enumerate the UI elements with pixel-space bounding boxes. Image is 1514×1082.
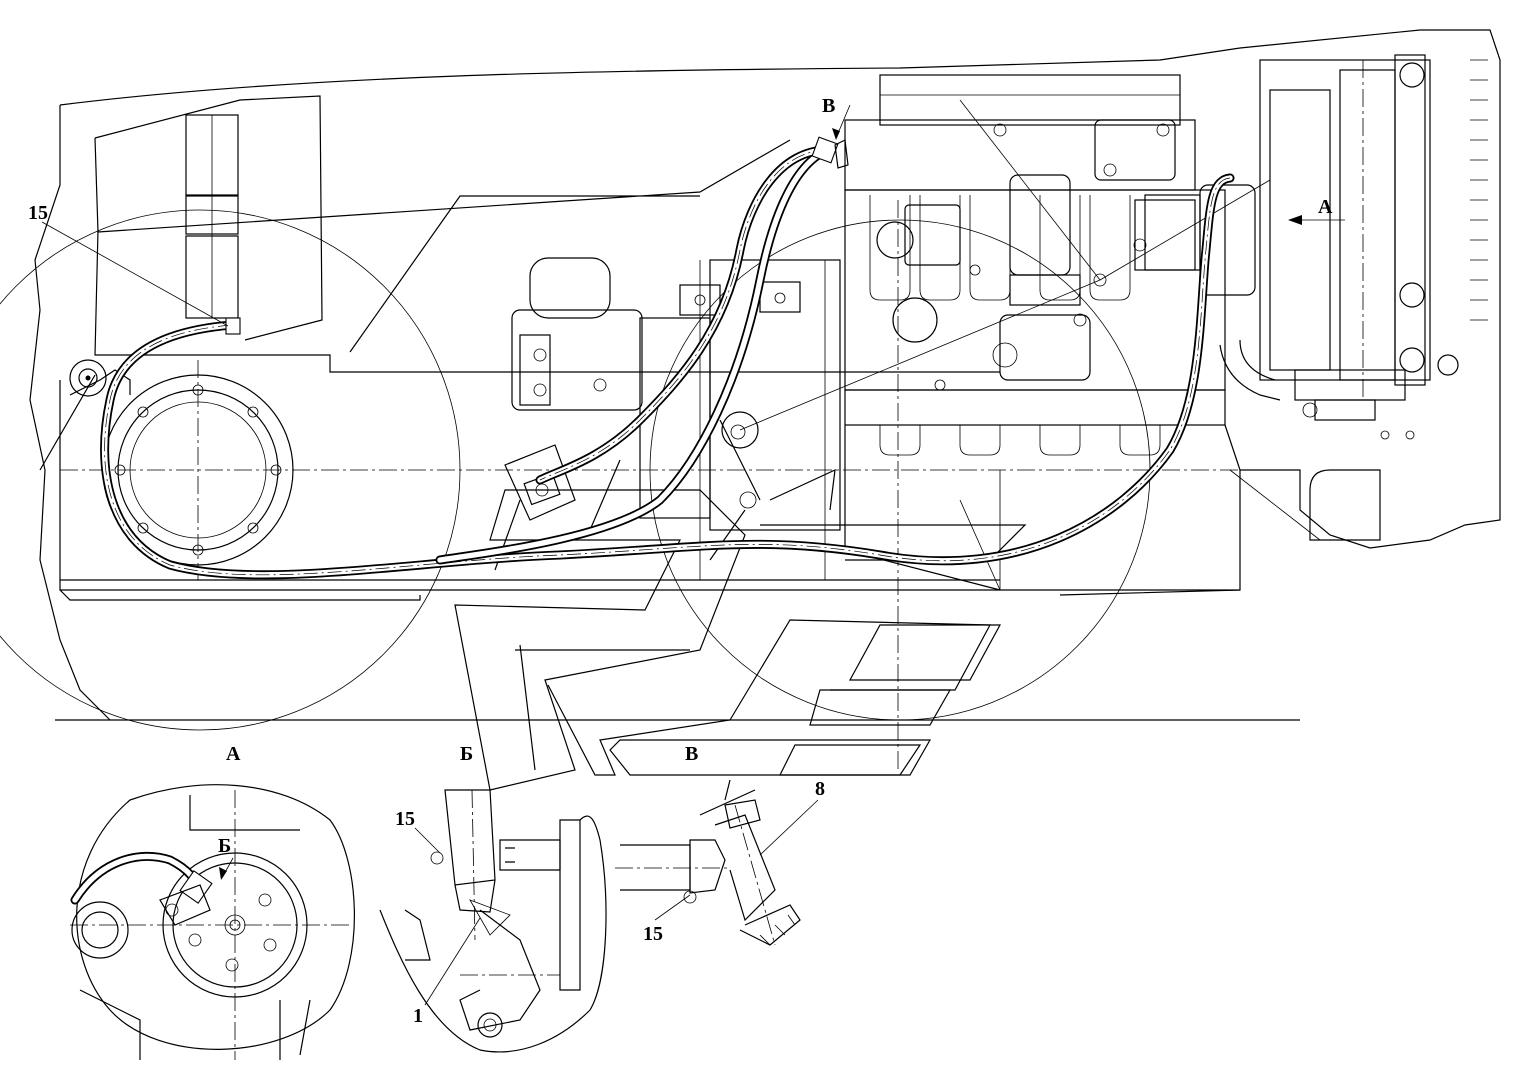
radiator [1259,54,1488,541]
body-outline [29,29,1501,721]
footsteps [454,459,1027,791]
view-a-hose [70,851,213,926]
leader-lines [739,99,1321,541]
view-b-1: 1 [413,1005,423,1027]
frame-diagonal [39,374,421,601]
view-v-hose-body [620,844,691,891]
hose-upper [435,136,849,565]
view-b: Б 15 1 [379,743,607,1053]
air-intake [1144,184,1281,401]
frame-rail [59,369,1240,591]
view-b-boundary [379,815,607,1053]
view-a-title: А [226,743,241,765]
main-view: 15 В А [0,29,1501,791]
view-v-title: В [685,743,698,765]
view-b-title: Б [460,743,473,765]
view-arrow-v-label: В [822,95,835,117]
callout-15-main: 15 [28,202,48,224]
frame-mount [69,359,107,397]
cab-panel [94,95,323,341]
view-a-boundary [76,784,355,1050]
hose-main-long [100,173,1235,580]
view-v-8: 8 [815,778,825,800]
side-rail [94,229,1000,373]
view-a: А Б [70,743,355,1060]
view-v-15: 15 [643,923,663,945]
hydraulic-pump-group [511,257,841,580]
view-arrow-a-label: А [1318,196,1333,218]
view-v: В 8 15 [615,743,825,946]
body-diagonal-line [97,139,791,353]
view-a-arrow-b-label: Б [218,835,231,857]
callout-15-main-leader [41,221,229,327]
battery-stack [185,114,239,319]
view-b-15: 15 [395,808,415,830]
engine-block [844,74,1241,591]
